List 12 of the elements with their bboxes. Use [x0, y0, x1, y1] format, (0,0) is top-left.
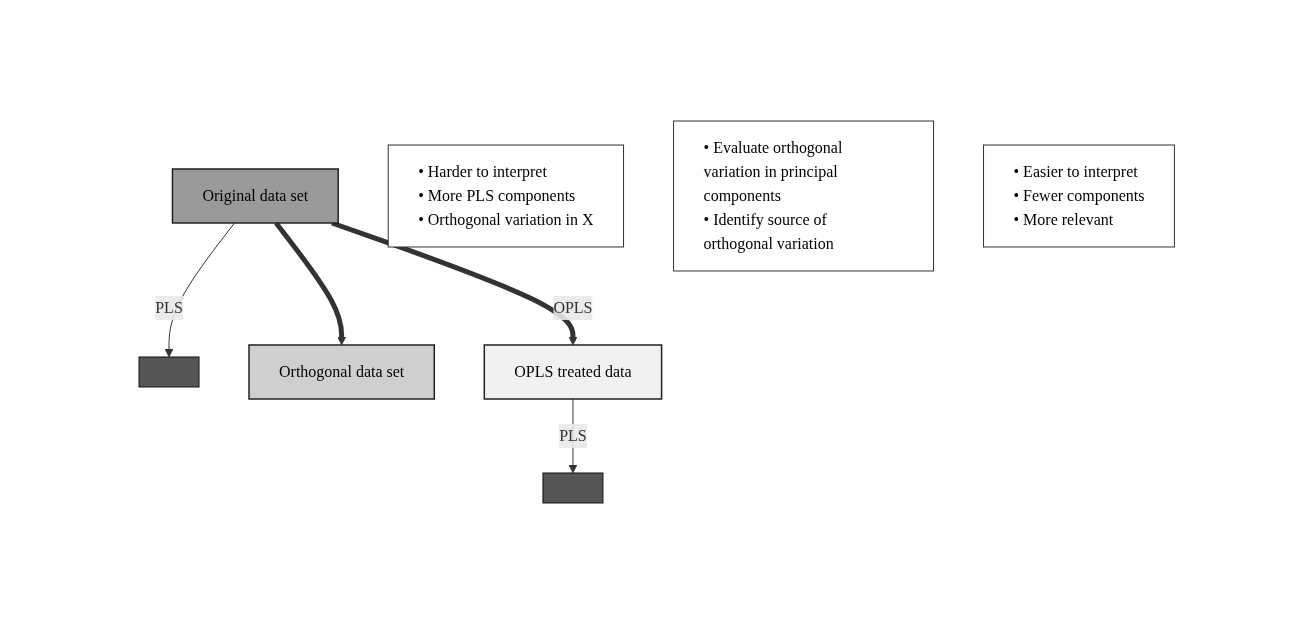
node-bar: [138, 356, 200, 387]
arrow: [330, 220, 578, 345]
node-box: • Evaluate orthogonal variation in principal components • Identify source of orthogonal variation: [672, 120, 934, 271]
node-box: OPLS treated data: [483, 343, 663, 400]
node-box: Original data set: [171, 167, 339, 224]
node-box: • Easier to interpret • Fewer components • More relevant: [982, 144, 1175, 247]
node-bar: [542, 472, 604, 503]
edge-label: PLS: [558, 426, 587, 444]
edge-label: PLS: [155, 298, 183, 316]
node-box: Orthogonal data set: [248, 343, 435, 400]
edge-label: OPLS: [553, 298, 593, 316]
node-box: • Harder to interpret • More PLS components • Orthogonal variation in X: [387, 144, 624, 247]
